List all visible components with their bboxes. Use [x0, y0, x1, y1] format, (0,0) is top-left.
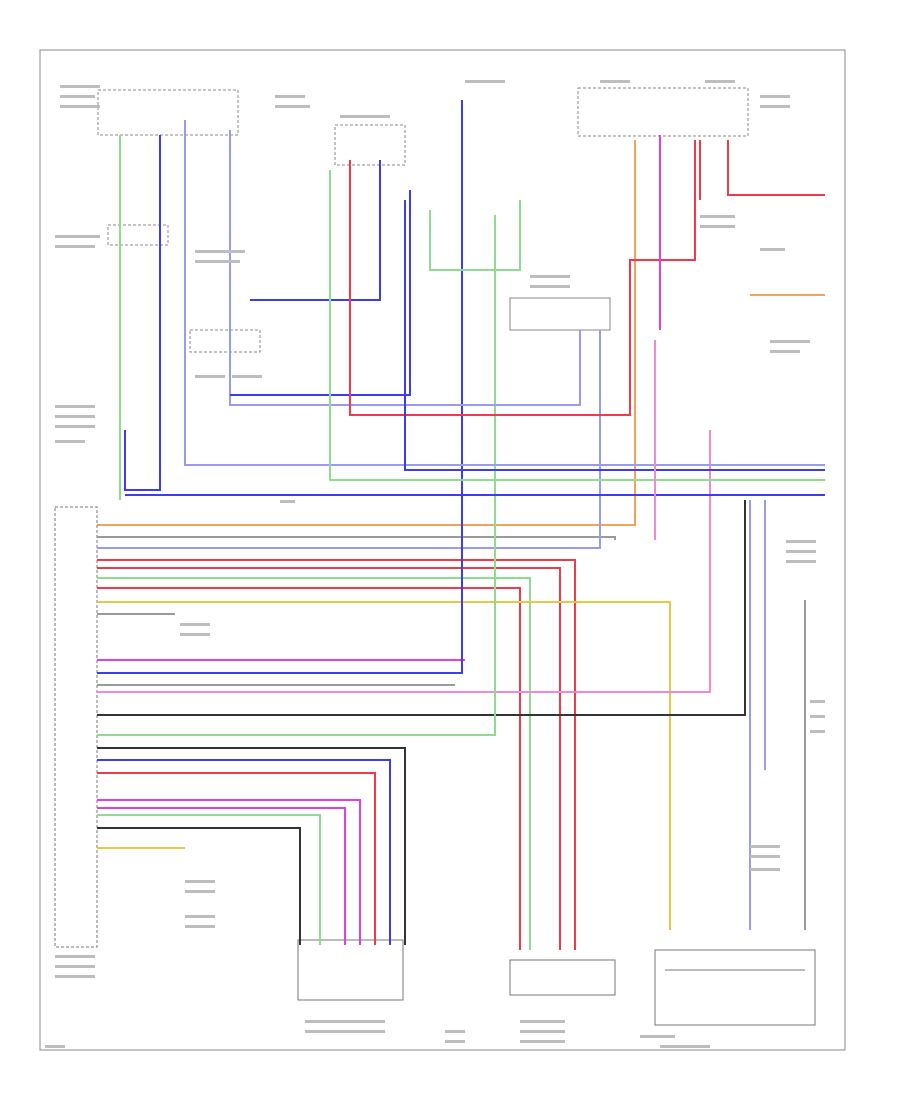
- wire-red-v1: [349, 140, 696, 416]
- label-mark: [195, 250, 245, 253]
- wire-black-3: [97, 827, 301, 945]
- wire-blue-1: [97, 100, 463, 674]
- label-mark: [55, 245, 95, 248]
- label-mark: [275, 105, 310, 108]
- label-mark: [810, 715, 825, 718]
- label-mark: [530, 275, 570, 278]
- wire-blue-v2: [250, 160, 381, 301]
- wire-pink-1: [97, 430, 711, 693]
- label-mark: [760, 105, 790, 108]
- label-mark: [55, 235, 100, 238]
- wire-black-1: [97, 500, 746, 716]
- label-mark: [185, 880, 215, 883]
- label-mark: [700, 225, 735, 228]
- relay-box-center: [334, 124, 406, 166]
- label-mark: [705, 80, 735, 83]
- wire-red-2: [97, 567, 561, 950]
- label-mark: [810, 700, 825, 703]
- label-mark: [810, 730, 825, 733]
- label-mark: [600, 80, 630, 83]
- label-mark: [60, 95, 95, 98]
- label-mark: [640, 1035, 675, 1038]
- wire-green-v3: [429, 200, 521, 271]
- label-mark: [55, 965, 95, 968]
- label-mark: [520, 1030, 565, 1033]
- label-mark: [280, 500, 295, 503]
- label-mark: [750, 845, 780, 848]
- label-mark: [760, 95, 790, 98]
- wire-yellow-1: [97, 601, 671, 930]
- label-mark: [520, 1020, 565, 1023]
- wire-gray-1: [97, 536, 616, 540]
- label-mark: [55, 415, 95, 418]
- label-mark: [786, 550, 816, 553]
- label-mark: [232, 375, 262, 378]
- wires: [97, 100, 825, 950]
- label-mark: [786, 540, 816, 543]
- wire-red-3: [97, 587, 521, 950]
- label-mark: [465, 80, 505, 83]
- label-mark: [520, 1040, 565, 1043]
- wire-light-blue-1: [97, 330, 601, 549]
- label-mark: [185, 915, 215, 918]
- label-mark: [305, 1020, 385, 1023]
- label-mark: [185, 890, 215, 893]
- wire-black-2: [97, 747, 406, 945]
- wire-light-blue-v1: [184, 120, 825, 466]
- label-mark: [55, 440, 85, 443]
- label-mark: [760, 248, 785, 251]
- label-mark: [60, 105, 100, 108]
- label-mark: [770, 340, 810, 343]
- wire-blue-2: [97, 759, 391, 945]
- label-mark: [185, 925, 215, 928]
- label-mark: [55, 405, 95, 408]
- wire-green-2: [97, 215, 496, 736]
- engine-control-module: [54, 506, 98, 948]
- wire-magenta-2: [97, 799, 361, 945]
- wire-blue-v3: [230, 190, 411, 396]
- label-mark: [45, 1045, 65, 1048]
- cruise-control-switch-block: [654, 949, 816, 1026]
- yaw-rate-sensor-block: [297, 939, 404, 1001]
- label-mark: [445, 1040, 465, 1043]
- label-mark: [55, 425, 95, 428]
- fuse-box-right: [577, 87, 749, 137]
- label-mark: [700, 215, 735, 218]
- label-mark: [750, 855, 780, 858]
- label-mark: [530, 285, 570, 288]
- label-mark: [786, 560, 816, 563]
- wire-red-v3: [727, 140, 825, 196]
- label-mark: [180, 633, 210, 636]
- label-mark: [305, 1030, 385, 1033]
- fuse-box-left: [97, 89, 239, 136]
- connector-junction-left: [107, 224, 261, 353]
- wire-green-3: [97, 814, 321, 945]
- diagram-frame: [39, 49, 846, 1051]
- label-mark: [340, 115, 390, 118]
- label-mark: [770, 350, 800, 353]
- label-mark: [660, 1045, 710, 1048]
- label-mark: [55, 955, 95, 958]
- label-mark: [195, 260, 240, 263]
- combination-meter-block: [509, 959, 616, 996]
- wire-blue-v4: [404, 200, 825, 471]
- wire-red-4: [97, 772, 376, 945]
- label-mark: [445, 1030, 465, 1033]
- label-mark: [275, 95, 305, 98]
- label-mark: [55, 975, 95, 978]
- wire-magenta-3: [97, 807, 346, 945]
- label-mark: [750, 868, 780, 871]
- labels: [45, 80, 825, 1048]
- sensor-module-center: [509, 297, 611, 331]
- label-mark: [180, 623, 210, 626]
- wire-orange-1: [97, 140, 636, 526]
- wire-green-1: [97, 577, 531, 950]
- wire-blue-v1: [124, 135, 161, 491]
- wire-red-1: [97, 559, 576, 950]
- label-mark: [195, 375, 225, 378]
- wire-green-v2: [329, 170, 825, 481]
- label-mark: [60, 85, 100, 88]
